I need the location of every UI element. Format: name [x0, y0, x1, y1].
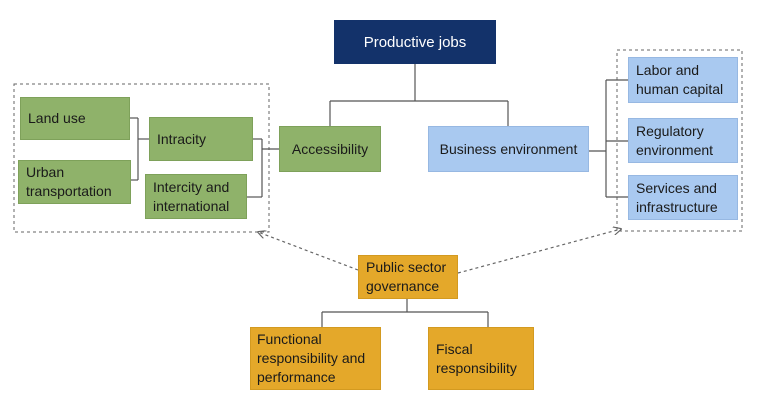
accessibility-group-outline [13, 83, 270, 233]
regulatory-box: Regulatory environment [628, 118, 738, 163]
services-box: Services and infrastructure [628, 175, 738, 220]
top-tree-connector [329, 64, 509, 126]
productive-jobs-box: Productive jobs [334, 20, 496, 64]
fiscal-responsibility-box: Fiscal responsibility [428, 327, 534, 390]
governance-tree-connector [321, 299, 489, 327]
business-environment-box: Business environment [428, 126, 589, 172]
business-group-outline [616, 49, 743, 232]
intercity-box: Intercity and international [145, 174, 247, 219]
arrow-to-business [457, 229, 621, 274]
labor-box: Labor and human capital [628, 57, 738, 103]
accessibility-box: Accessibility [279, 126, 381, 172]
intracity-box: Intracity [149, 117, 253, 161]
functional-responsibility-box: Functional responsibility and performanc… [250, 327, 381, 390]
land-use-box: Land use [20, 97, 130, 140]
business-bracket [589, 79, 628, 198]
arrow-to-accessibility [258, 232, 359, 271]
accessibility-brackets [130, 117, 279, 198]
public-sector-governance-box: Public sector governance [358, 255, 458, 299]
urban-transportation-box: Urban transportation [18, 160, 131, 204]
